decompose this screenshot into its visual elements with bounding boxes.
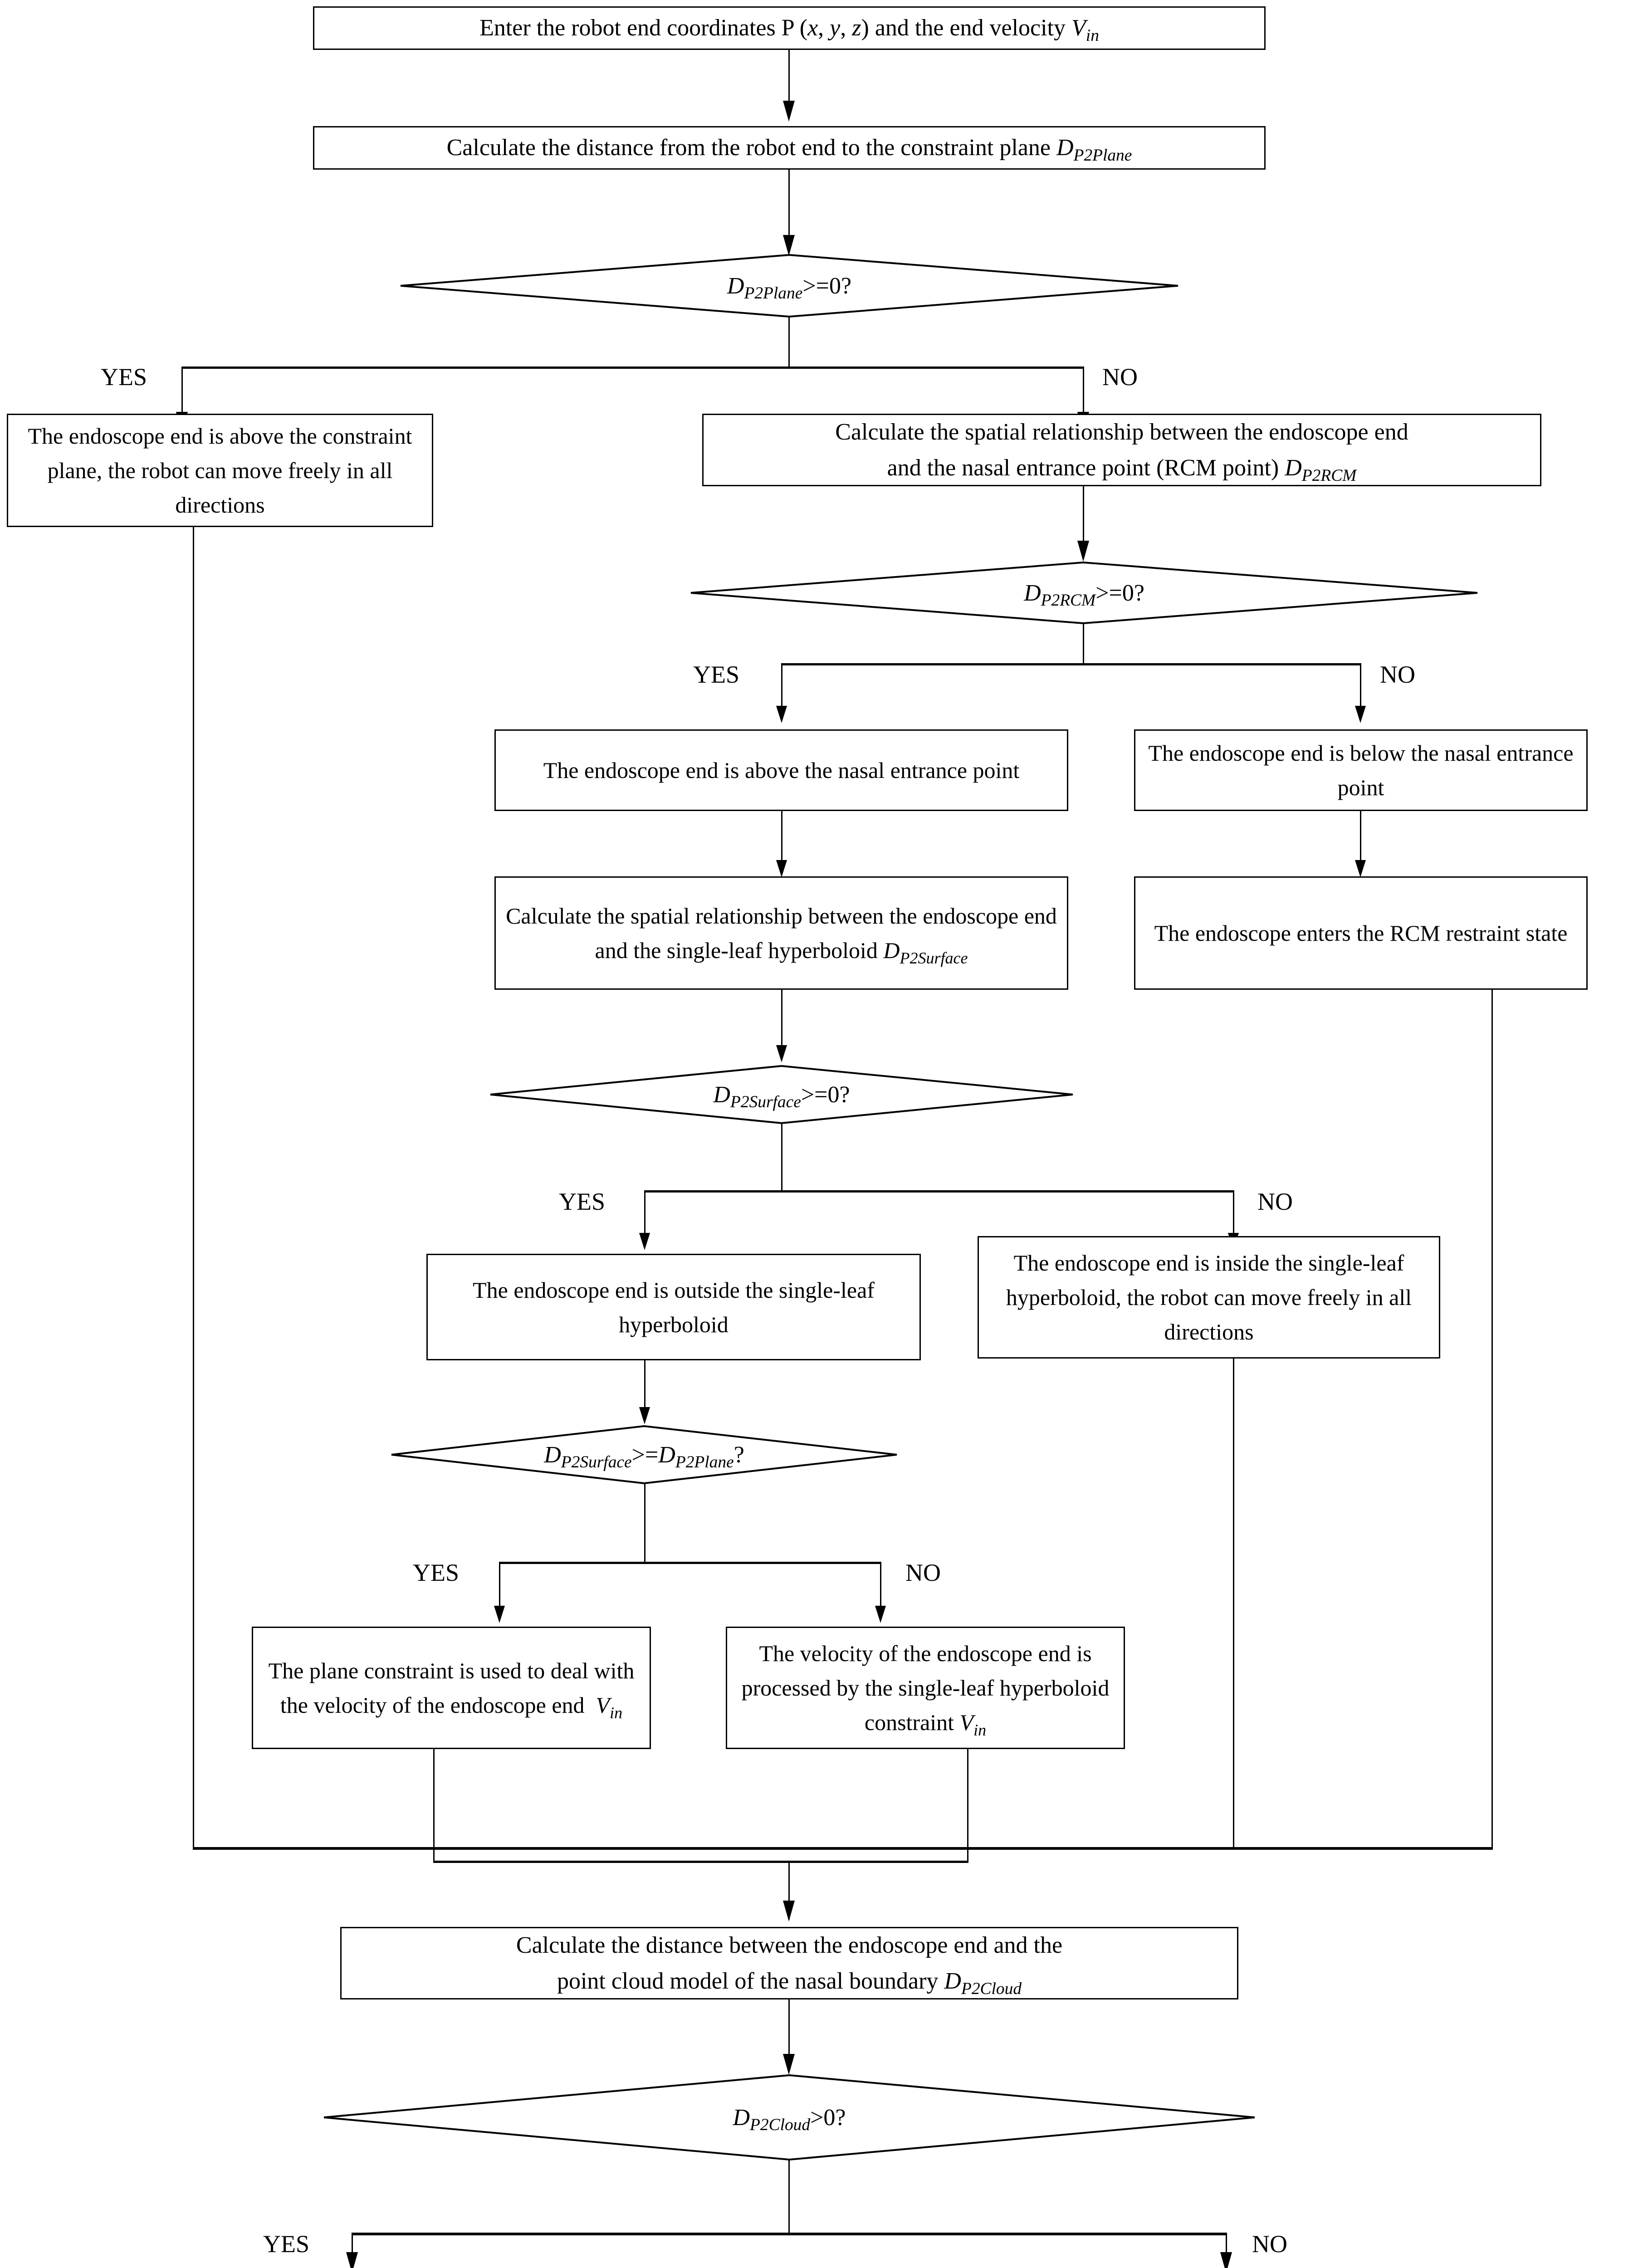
arrow-decrcm-yes xyxy=(776,706,787,723)
connector-deccompare-yes xyxy=(499,1562,500,1609)
node-calc-surface: Calculate the spatial relationship betwe… xyxy=(494,876,1068,990)
connector-bottom-merge-bar xyxy=(193,1847,1493,1850)
arrow-decrcm-no xyxy=(1355,706,1366,723)
branch-label-surface-no: NO xyxy=(1257,1188,1293,1215)
connector-deccloud-stem xyxy=(788,2160,790,2234)
connector-decrcm-split-bar xyxy=(781,663,1361,665)
node-start: Enter the robot end coordinates P (x, y,… xyxy=(313,6,1266,50)
node-calc-rcm-label: Calculate the spatial relationship betwe… xyxy=(835,419,1408,485)
connector-decsurface-stem xyxy=(781,1123,782,1191)
connector-velocity-merge-bar xyxy=(433,1861,968,1863)
node-inside-hyper: The endoscope end is inside the single-l… xyxy=(978,1236,1440,1359)
connector-decsurface-split-bar xyxy=(644,1190,1234,1193)
node-rcm-restraint: The endoscope enters the RCM restraint s… xyxy=(1134,876,1588,990)
branch-label-compare-yes: YES xyxy=(413,1559,460,1586)
connector-decplane-yes xyxy=(181,367,183,416)
node-plane-constraint: The plane constraint is used to deal wit… xyxy=(252,1627,651,1749)
node-inside-hyper-label: The endoscope end is inside the single-l… xyxy=(1006,1250,1412,1344)
connector-deccompare-split-bar xyxy=(499,1562,881,1564)
node-decision-rcm: DP2RCM>=0? xyxy=(689,562,1479,624)
connector-aboveplane-rail-down xyxy=(193,526,194,1848)
node-rcm-restraint-label: The endoscope enters the RCM restraint s… xyxy=(1154,920,1568,946)
node-decision-compare: DP2Surface>=DP2Plane? xyxy=(390,1425,898,1484)
branch-label-plane-yes: YES xyxy=(101,363,147,391)
node-start-label: Enter the robot end coordinates P (x, y,… xyxy=(479,15,1099,45)
arrow-deccloud-yes xyxy=(346,2252,358,2268)
node-calc-cloud-label: Calculate the distance between the endos… xyxy=(516,1932,1063,1998)
connector-aboveentrance-to-calcsurface xyxy=(781,811,782,863)
connector-deccloud-yes xyxy=(352,2233,353,2268)
arrow-decsurface-yes xyxy=(639,1233,650,1250)
node-plane-constraint-label: The plane constraint is used to deal wit… xyxy=(268,1658,635,1722)
arrow-calccloud-to-deccloud xyxy=(783,2054,795,2075)
connector-decplane-no xyxy=(1083,367,1084,416)
connector-decrcm-stem xyxy=(1083,623,1084,664)
node-below-entrance: The endoscope end is below the nasal ent… xyxy=(1134,729,1588,811)
node-decision-cloud: DP2Cloud>0? xyxy=(322,2074,1257,2161)
arrow-aboveentrance-to-calcsurface xyxy=(776,860,787,877)
branch-label-surface-yes: YES xyxy=(559,1188,606,1215)
arrow-calcsurface-to-decsurface xyxy=(776,1045,787,1062)
node-above-entrance: The endoscope end is above the nasal ent… xyxy=(494,729,1068,811)
connector-outsidehyper-to-deccompare xyxy=(644,1360,645,1410)
arrow-merge-to-calccloud xyxy=(783,1901,795,1921)
arrow-calcplane-to-decplane xyxy=(783,235,795,256)
arrow-start-to-calcplane xyxy=(783,101,795,122)
connector-deccloud-no xyxy=(1226,2233,1227,2268)
node-calc-plane: Calculate the distance from the robot en… xyxy=(313,126,1266,170)
connector-decrcm-no xyxy=(1360,663,1361,709)
connector-rcmrestraint-rail-down xyxy=(1491,990,1493,1848)
connector-belowentrance-to-rcmrestraint xyxy=(1360,811,1361,863)
node-outside-hyper: The endoscope end is outside the single-… xyxy=(426,1254,921,1360)
node-above-plane-label: The endoscope end is above the constrain… xyxy=(28,423,412,518)
connector-decrcm-yes xyxy=(781,663,782,709)
node-decision-plane: DP2Plane>=0? xyxy=(399,254,1179,318)
node-hyper-constraint: The velocity of the endoscope end is pro… xyxy=(726,1627,1125,1749)
node-above-entrance-label: The endoscope end is above the nasal ent… xyxy=(543,758,1020,783)
connector-deccompare-stem xyxy=(644,1483,645,1563)
branch-label-cloud-no: NO xyxy=(1252,2230,1287,2258)
node-calc-surface-label: Calculate the spatial relationship betwe… xyxy=(506,903,1057,967)
arrow-belowentrance-to-rcmrestraint xyxy=(1355,860,1366,877)
node-outside-hyper-label: The endoscope end is outside the single-… xyxy=(473,1277,875,1337)
arrow-calcrcm-to-decrcm xyxy=(1077,541,1089,562)
arrow-deccompare-yes xyxy=(494,1606,505,1623)
node-calc-cloud: Calculate the distance between the endos… xyxy=(340,1927,1238,1999)
connector-decplane-split-bar xyxy=(181,367,1084,369)
connector-calcplane-to-decplane xyxy=(788,170,790,239)
connector-calcsurface-to-decsurface xyxy=(781,990,782,1049)
connector-calccloud-to-deccloud xyxy=(788,1999,790,2058)
node-calc-rcm: Calculate the spatial relationship betwe… xyxy=(702,414,1541,486)
connector-decsurface-no xyxy=(1233,1190,1234,1236)
branch-label-plane-no: NO xyxy=(1102,363,1138,391)
connector-start-to-calcplane xyxy=(788,50,790,104)
connector-decplane-stem xyxy=(788,317,790,367)
connector-calcrcm-to-decrcm xyxy=(1083,486,1084,545)
arrow-deccompare-no xyxy=(875,1606,886,1623)
branch-label-compare-no: NO xyxy=(905,1559,941,1586)
arrow-deccloud-no xyxy=(1220,2252,1232,2268)
branch-label-rcm-no: NO xyxy=(1380,661,1415,688)
connector-hyperconstraint-down xyxy=(967,1749,968,1862)
node-decision-surface: DP2Surface>=0? xyxy=(489,1065,1074,1124)
connector-insidehyper-rail-down xyxy=(1233,1359,1234,1848)
arrow-outsidehyper-to-deccompare xyxy=(639,1407,650,1424)
connector-planeconstraint-down xyxy=(433,1749,435,1862)
node-above-plane: The endoscope end is above the constrain… xyxy=(7,414,433,527)
connector-decsurface-yes xyxy=(644,1190,645,1236)
node-hyper-constraint-label: The velocity of the endoscope end is pro… xyxy=(741,1641,1110,1739)
connector-deccompare-no xyxy=(880,1562,881,1609)
node-below-entrance-label: The endoscope end is below the nasal ent… xyxy=(1148,740,1574,800)
branch-label-cloud-yes: YES xyxy=(263,2230,310,2258)
branch-label-rcm-yes: YES xyxy=(693,661,740,688)
connector-velocity-merge-stem xyxy=(788,1861,790,1920)
connector-deccloud-split-bar xyxy=(352,2233,1227,2235)
node-calc-plane-label: Calculate the distance from the robot en… xyxy=(446,135,1132,165)
